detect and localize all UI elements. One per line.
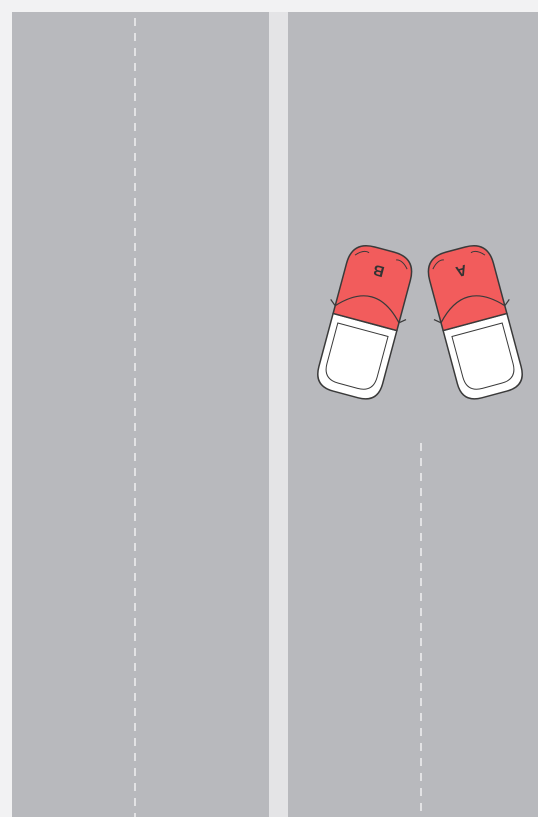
road-right-carriageway [288,12,538,817]
median-strip [269,12,288,817]
road-left-carriageway [12,12,269,817]
